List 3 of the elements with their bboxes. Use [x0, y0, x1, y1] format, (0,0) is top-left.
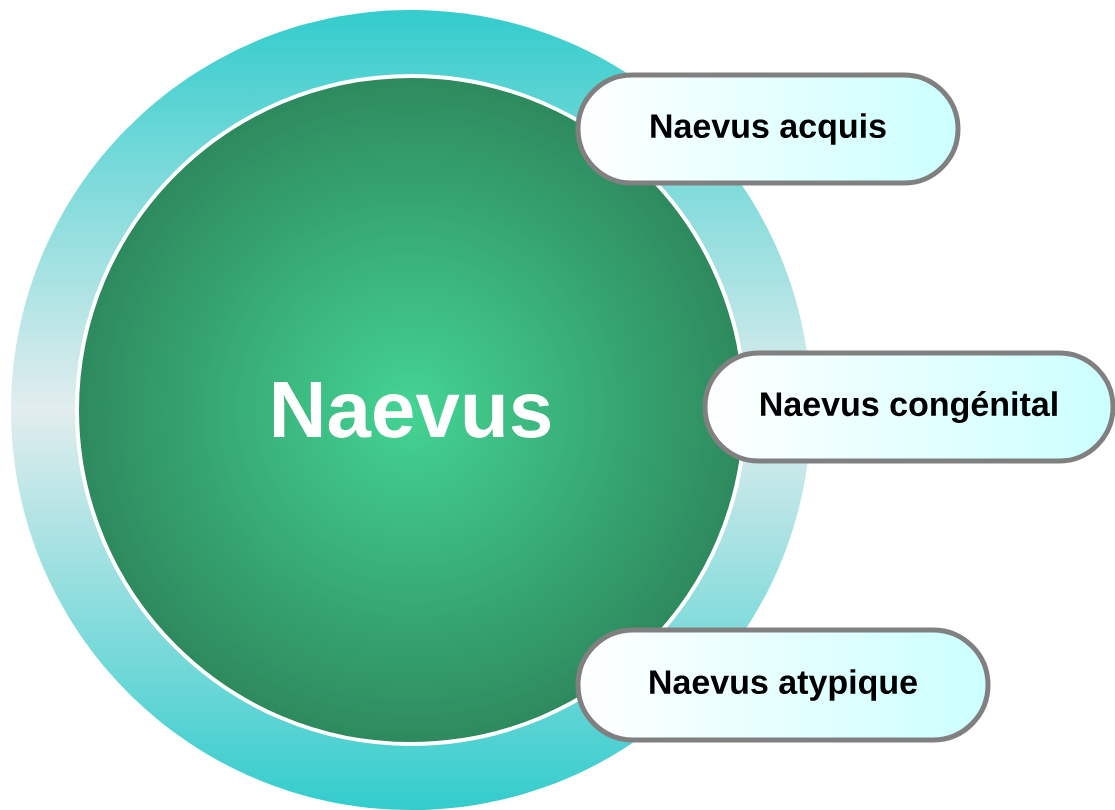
- category-pill: Naevus congénital: [702, 350, 1115, 464]
- category-pill: Naevus atypique: [575, 627, 991, 743]
- category-pill: Naevus acquis: [575, 72, 961, 186]
